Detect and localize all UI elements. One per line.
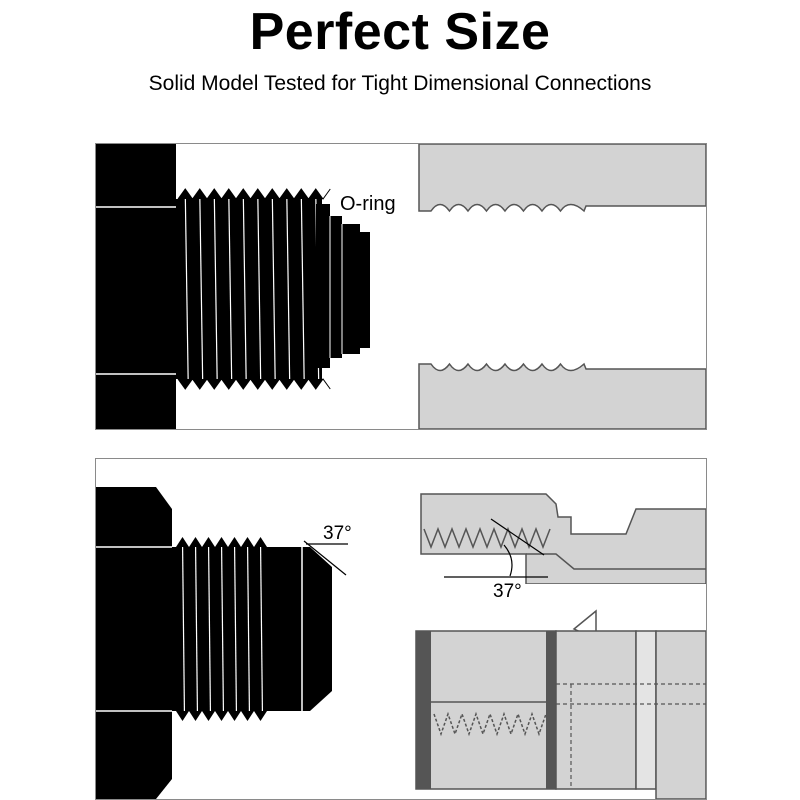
- flare-cone-nose: [301, 547, 332, 711]
- male-thread-section-flare: [172, 537, 302, 721]
- male-thread-section: [176, 188, 331, 390]
- oring-fitting-panel: O-ring: [95, 143, 707, 430]
- flare-fitting-panel: 37°: [95, 458, 707, 800]
- flare-fitting-diagram: 37°: [96, 487, 706, 799]
- angle-indicator-male: [303, 540, 348, 576]
- page-subtitle: Solid Model Tested for Tight Dimensional…: [148, 72, 652, 95]
- angle-indicator-female: [444, 518, 548, 578]
- o-ring-nose: [316, 204, 370, 368]
- angle-label-female: 37°: [493, 581, 522, 602]
- o-ring-label: O-ring: [340, 193, 396, 215]
- hex-nut-body: [96, 144, 176, 429]
- page-title: Perfect Size: [249, 3, 551, 61]
- oring-fitting-diagram: O-ring: [96, 144, 706, 429]
- female-swivel-assembly: [414, 493, 706, 799]
- hex-nut-body-flare: [96, 487, 172, 799]
- female-port-block: [418, 144, 706, 429]
- angle-label-male: 37°: [323, 523, 352, 544]
